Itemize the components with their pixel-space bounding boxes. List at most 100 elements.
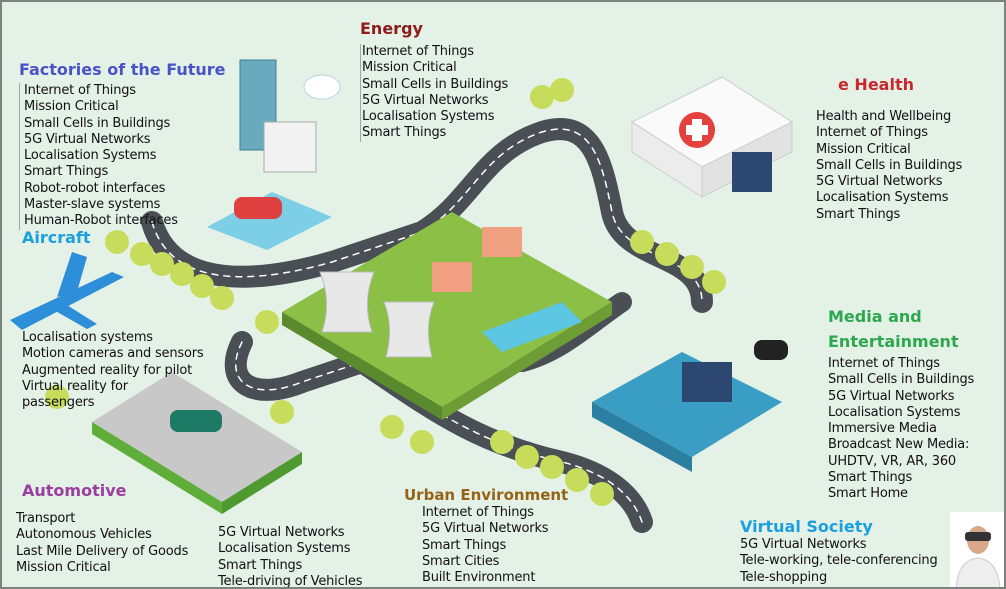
- feature-item: Smart Things: [422, 537, 507, 553]
- feature-item: Internet of Things: [422, 505, 534, 520]
- feature-item: Smart Things: [362, 125, 447, 141]
- feature-item: Smart Things: [828, 470, 913, 486]
- feature-item: Internet of Things: [828, 356, 940, 371]
- feature-item: Tele-shopping: [740, 569, 828, 585]
- section-title: Factories of the Future: [19, 60, 226, 79]
- title-line: Media and: [828, 307, 922, 326]
- feature-item: 5G Virtual Networks: [816, 174, 943, 190]
- tree-icon: [380, 415, 404, 439]
- tree-icon: [680, 255, 704, 279]
- media-platform: [592, 340, 788, 472]
- tree-icon: [210, 286, 234, 310]
- feature-item: Internet of Things: [362, 44, 474, 59]
- feature-item: Immersive Media: [828, 421, 937, 437]
- game-controller-icon: [754, 340, 788, 360]
- feature-item: Internet of Things: [24, 83, 136, 98]
- airplane-icon: [10, 252, 124, 330]
- feature-item: Tele-driving of Vehicles: [218, 573, 363, 589]
- feature-item: UHDTV, VR, AR, 360: [828, 453, 956, 469]
- feature-item: Small Cells in Buildings: [362, 76, 509, 92]
- tree-icon: [630, 230, 654, 254]
- feature-item: Mission Critical: [16, 559, 111, 575]
- feature-item: 5G Virtual Networks: [828, 388, 955, 404]
- tree-icon: [190, 274, 214, 298]
- tree-icon: [130, 242, 154, 266]
- feature-item: Master-slave systems: [24, 197, 161, 213]
- feature-item: Built Environment: [422, 570, 536, 586]
- tree-icon: [270, 400, 294, 424]
- title-line: Entertainment: [828, 332, 959, 351]
- tree-icon: [550, 78, 574, 102]
- feature-item: Small Cells in Buildings: [24, 115, 171, 131]
- feature-item: Small Cells in Buildings: [828, 372, 975, 388]
- tree-icon: [170, 262, 194, 286]
- feature-item: Human-Robot interfaces: [24, 213, 178, 229]
- feature-item: 5G Virtual Networks: [24, 131, 151, 147]
- central-island: [282, 212, 612, 420]
- feature-item: Smart Cities: [422, 553, 500, 569]
- feature-item: Localisation Systems: [816, 190, 949, 206]
- feature-item: Mission Critical: [816, 141, 911, 157]
- tree-icon: [255, 310, 279, 334]
- feature-item: Mission Critical: [24, 99, 119, 115]
- section-title: Urban Environment: [404, 486, 569, 504]
- feature-item: Localisation Systems: [362, 109, 495, 125]
- tree-icon: [515, 445, 539, 469]
- feature-item: Localisation Systems: [24, 148, 157, 164]
- feature-item: 5G Virtual Networks: [740, 537, 867, 552]
- tree-icon: [530, 85, 554, 109]
- tree-icon: [590, 482, 614, 506]
- feature-item: Motion cameras and sensors: [22, 346, 204, 362]
- feature-item: Internet of Things: [816, 125, 928, 141]
- feature-item: Tele-working, tele-conferencing: [740, 553, 938, 569]
- feature-item: Virtual reality for: [22, 378, 128, 394]
- tree-icon: [105, 230, 129, 254]
- car-icon: [170, 410, 222, 432]
- tree-icon: [150, 252, 174, 276]
- section-title: Energy: [360, 19, 423, 38]
- hospital-icon: [630, 76, 794, 198]
- feature-item: Mission Critical: [362, 60, 457, 76]
- tree-icon: [702, 270, 726, 294]
- cloud-icon: [303, 74, 341, 100]
- feature-item: Localisation Systems: [218, 541, 351, 557]
- feature-item: Small Cells in Buildings: [816, 157, 963, 173]
- feature-item: Smart Home: [828, 486, 908, 502]
- tree-icon: [565, 468, 589, 492]
- section-title: Automotive: [22, 481, 127, 500]
- vr-headset-person-icon: [950, 512, 1004, 587]
- feature-item: Smart Things: [816, 206, 901, 222]
- video-chat-icon: [682, 362, 732, 402]
- feature-item: 5G Virtual Networks: [218, 525, 345, 540]
- tree-icon: [655, 242, 679, 266]
- feature-item: Localisation Systems: [828, 404, 961, 420]
- feature-item: Broadcast New Media:: [828, 437, 970, 453]
- feature-item: Smart Things: [24, 164, 109, 180]
- tree-icon: [410, 430, 434, 454]
- feature-item: 5G Virtual Networks: [422, 521, 549, 537]
- feature-item: 5G Virtual Networks: [362, 92, 489, 108]
- feature-item: Localisation systems: [22, 330, 153, 345]
- factory-building-icon: [207, 59, 332, 250]
- section-title: e Health: [838, 75, 914, 94]
- section-title: Virtual Society: [740, 517, 873, 536]
- tree-icon: [45, 385, 69, 409]
- power-plant-icon: [319, 227, 522, 358]
- feature-item: Last Mile Delivery of Goods: [16, 543, 189, 559]
